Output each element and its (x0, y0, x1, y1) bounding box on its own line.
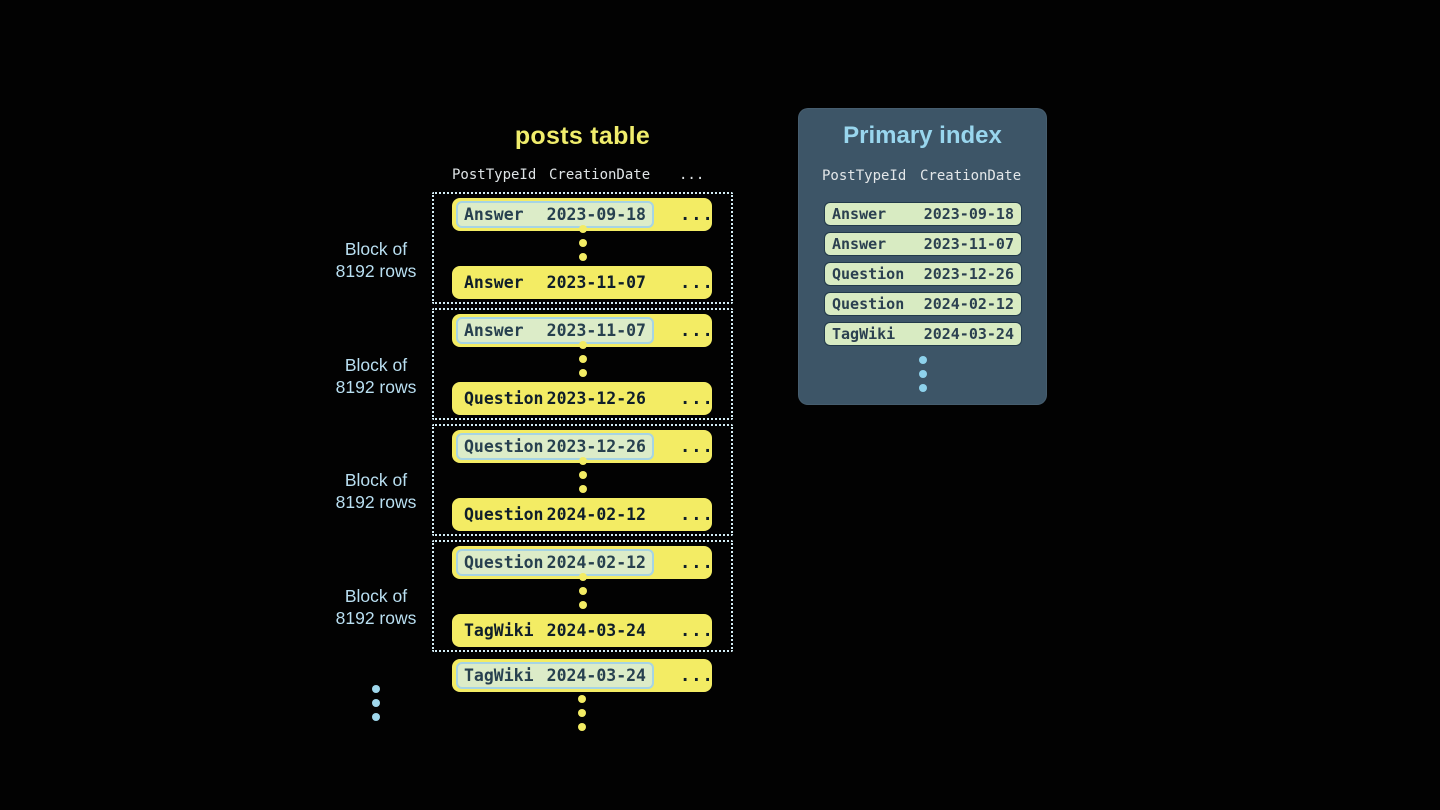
row-type: Question (464, 437, 544, 456)
posts-table-column-header: PostTypeId CreationDate ... (452, 167, 732, 185)
table-row: TagWiki 2024-03-24 ... (452, 614, 714, 647)
posts-table-title: posts table (514, 122, 651, 150)
index-entry: TagWiki 2024-03-24 (824, 322, 1022, 346)
row-type: TagWiki (464, 666, 534, 685)
table-row: Answer 2023-11-07 ... (452, 266, 714, 299)
row-values: Question 2024-02-12 (456, 501, 654, 528)
block-1: Answer 2023-09-18 ... Answer 2023-11-07 … (432, 192, 733, 304)
row-date: 2024-02-12 (546, 505, 646, 524)
primary-index-title: Primary index (843, 122, 1002, 149)
column-ellipsis: ... (679, 167, 705, 183)
row-values: Question 2023-12-26 (456, 385, 654, 412)
row-more-ellipsis: ... (680, 620, 714, 641)
index-continues-dots (798, 356, 1047, 392)
index-key-highlight: TagWiki 2024-03-24 (456, 662, 654, 689)
entry-type: Question (832, 295, 905, 313)
row-more-ellipsis: ... (680, 320, 714, 341)
entry-type: Answer (832, 235, 887, 253)
block-label-1: Block of 8192 rows (335, 239, 417, 281)
ellipsis-dots-vertical (434, 225, 731, 261)
ellipsis-dots-vertical (434, 457, 731, 493)
row-more-ellipsis: ... (680, 436, 714, 457)
table-row: Answer 2023-09-18 ... (452, 198, 714, 231)
block-4: Question 2024-02-12 ... TagWiki 2024-03-… (432, 540, 733, 652)
index-key-highlight: Answer 2023-11-07 (456, 317, 654, 344)
table-continues-dots (452, 695, 712, 731)
row-type: Answer (464, 205, 524, 224)
entry-type: Answer (832, 205, 887, 223)
row-type: Answer (464, 273, 524, 292)
row-type: Question (464, 389, 544, 408)
index-entry: Answer 2023-09-18 (824, 202, 1022, 226)
table-row: Answer 2023-11-07 ... (452, 314, 714, 347)
block-2: Answer 2023-11-07 ... Question 2023-12-2… (432, 308, 733, 420)
column-creationdate: CreationDate (549, 167, 651, 183)
row-more-ellipsis: ... (680, 665, 714, 686)
table-row: Question 2024-02-12 ... (452, 498, 714, 531)
row-more-ellipsis: ... (680, 504, 714, 525)
column-posttypeid: PostTypeId (452, 167, 537, 183)
row-more-ellipsis: ... (680, 272, 714, 293)
table-row: Question 2023-12-26 ... (452, 382, 714, 415)
row-type: Question (464, 505, 544, 524)
entry-type: Question (832, 265, 905, 283)
column-posttypeid: PostTypeId (822, 168, 907, 184)
row-date: 2024-02-12 (546, 553, 646, 572)
ellipsis-dots-vertical (434, 341, 731, 377)
row-date: 2023-11-07 (546, 273, 646, 292)
entry-type: TagWiki (832, 325, 896, 343)
index-entry: Answer 2023-11-07 (824, 232, 1022, 256)
block-label-4: Block of 8192 rows (335, 586, 417, 628)
row-type: TagWiki (464, 621, 534, 640)
block-label-3: Block of 8192 rows (335, 470, 417, 512)
row-date: 2024-03-24 (546, 666, 646, 685)
column-creationdate: CreationDate (920, 168, 1022, 184)
ellipsis-dots-vertical (434, 573, 731, 609)
entry-date: 2023-09-18 (923, 205, 1014, 223)
row-date: 2023-12-26 (546, 437, 646, 456)
block-3: Question 2023-12-26 ... Question 2024-02… (432, 424, 733, 536)
primary-index-panel: Primary index PostTypeId CreationDate An… (798, 108, 1047, 405)
index-key-highlight: Question 2024-02-12 (456, 549, 654, 576)
row-more-ellipsis: ... (680, 552, 714, 573)
row-date: 2023-11-07 (546, 321, 646, 340)
row-more-ellipsis: ... (680, 388, 714, 409)
row-type: Answer (464, 321, 524, 340)
index-entry: Question 2023-12-26 (824, 262, 1022, 286)
row-values: TagWiki 2024-03-24 (456, 617, 654, 644)
primary-index-column-header: PostTypeId CreationDate (798, 168, 1047, 186)
blocks-continue-dots (296, 685, 456, 721)
table-row-overflow: TagWiki 2024-03-24 ... (452, 659, 714, 692)
entry-date: 2023-11-07 (923, 235, 1014, 253)
row-more-ellipsis: ... (680, 204, 714, 225)
row-type: Question (464, 553, 544, 572)
row-values: Answer 2023-11-07 (456, 269, 654, 296)
index-entry: Question 2024-02-12 (824, 292, 1022, 316)
index-key-highlight: Question 2023-12-26 (456, 433, 654, 460)
block-label-2: Block of 8192 rows (335, 355, 417, 397)
entry-date: 2024-02-12 (923, 295, 1014, 313)
entry-date: 2024-03-24 (923, 325, 1014, 343)
index-key-highlight: Answer 2023-09-18 (456, 201, 654, 228)
row-date: 2023-12-26 (546, 389, 646, 408)
entry-date: 2023-12-26 (923, 265, 1014, 283)
row-date: 2024-03-24 (546, 621, 646, 640)
row-date: 2023-09-18 (546, 205, 646, 224)
